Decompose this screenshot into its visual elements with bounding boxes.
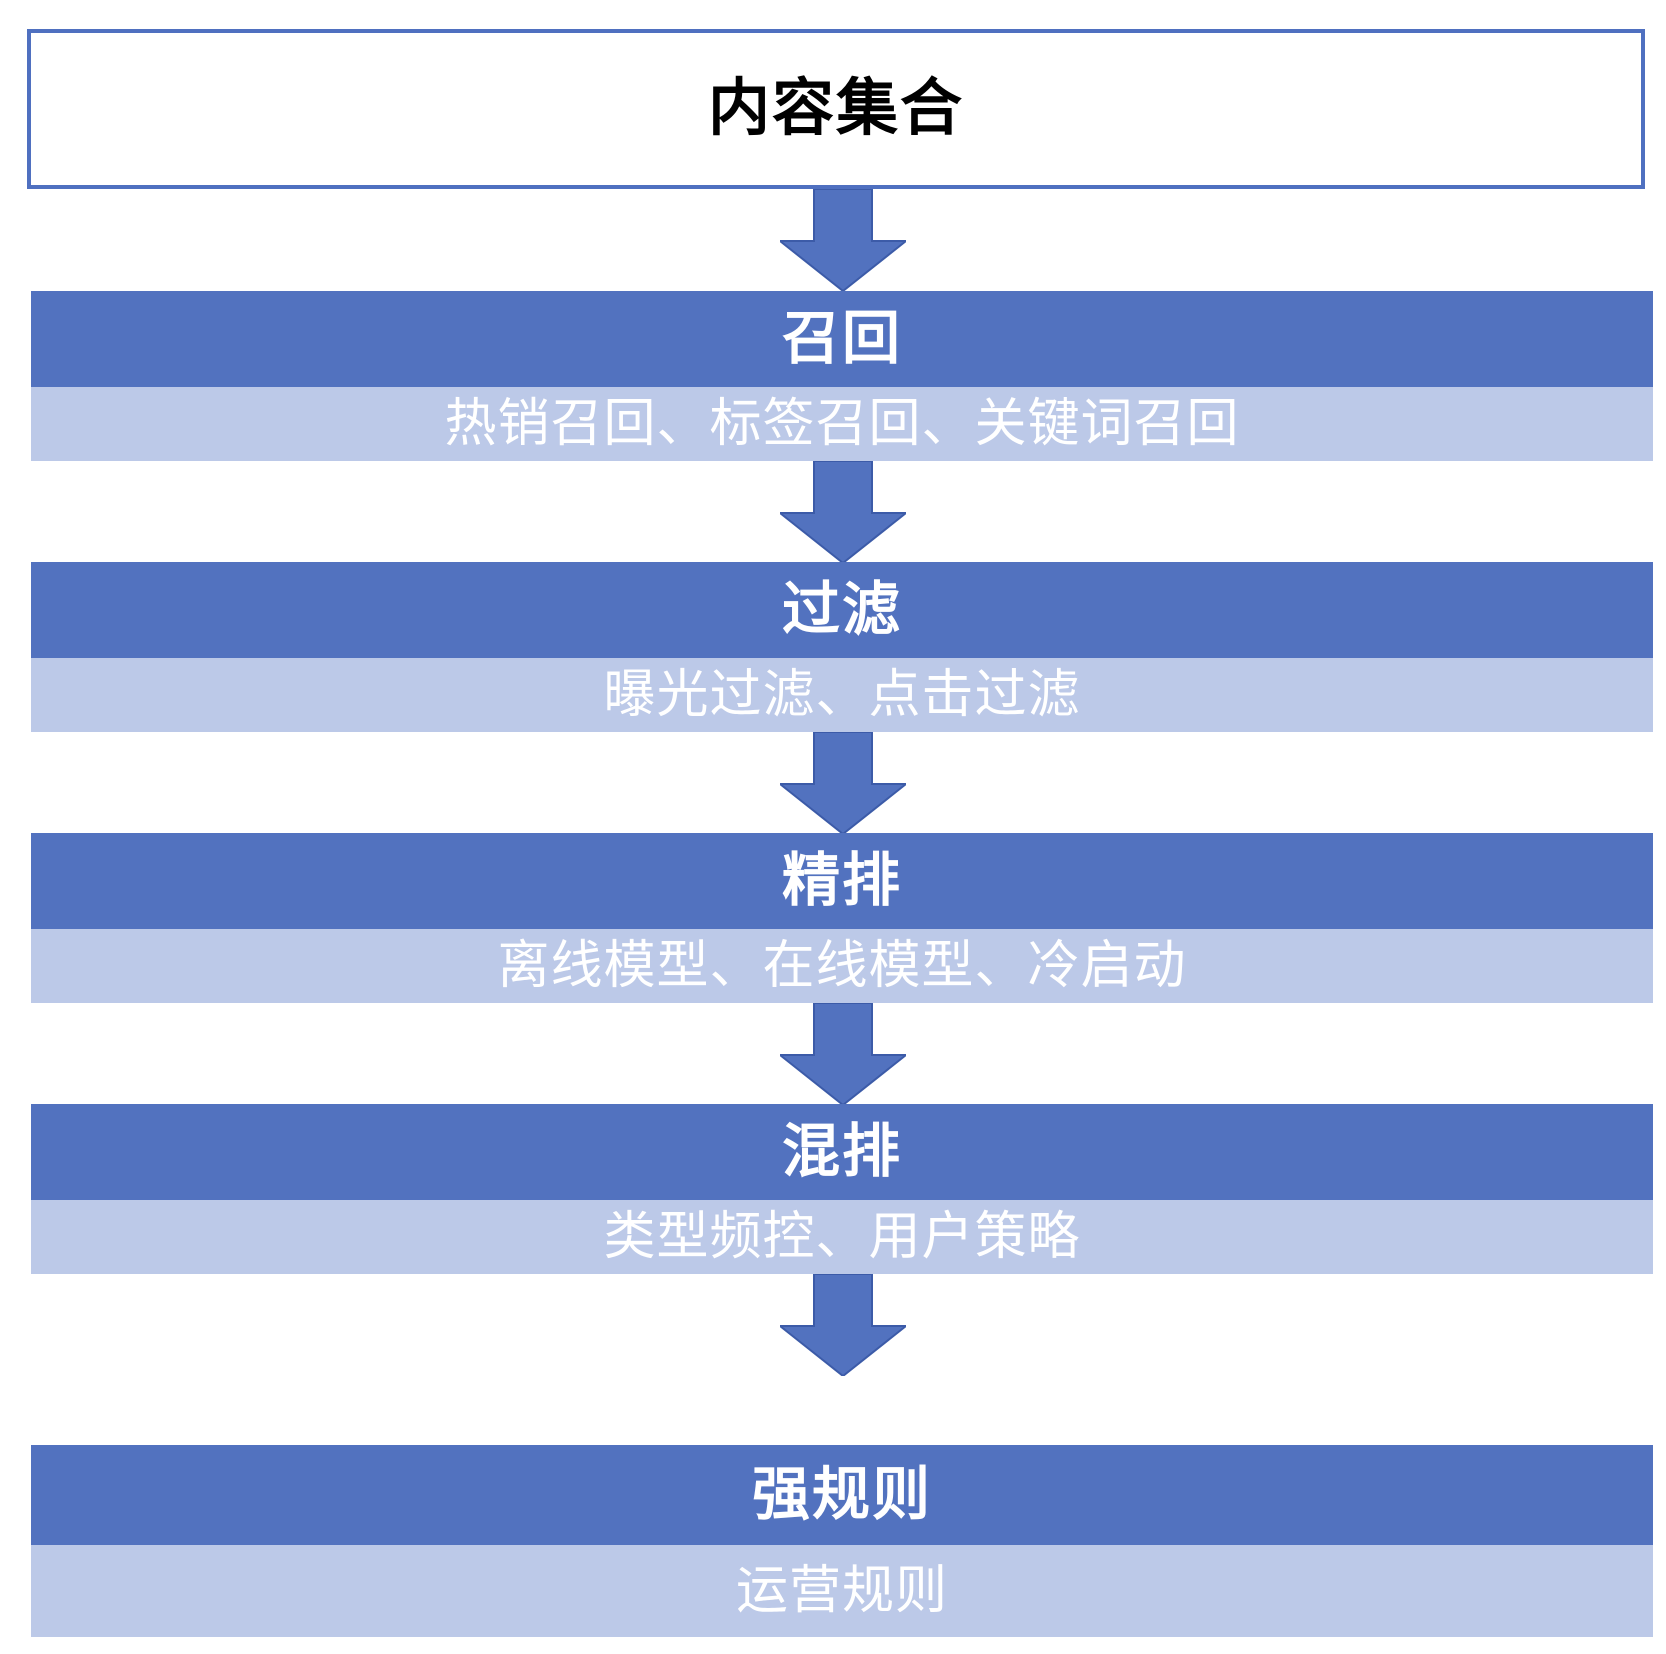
stage-header-label-filter: 过滤	[781, 577, 902, 642]
stage-block-strong-rules[interactable]: 强规则 运营规则	[31, 1445, 1653, 1637]
stage-body-label-mixed-ranking: 类型频控、用户策略	[603, 1208, 1081, 1266]
stage-body-strong-rules: 运营规则	[31, 1545, 1653, 1637]
stage-header-label-fine-ranking: 精排	[781, 848, 902, 913]
stage-header-strong-rules: 强规则	[31, 1445, 1653, 1545]
stage-header-label-mixed-ranking: 混排	[781, 1119, 902, 1184]
stage-header-label-strong-rules: 强规则	[751, 1462, 932, 1527]
stage-body-label-strong-rules: 运营规则	[735, 1562, 948, 1620]
stage-body-label-filter: 曝光过滤、点击过滤	[603, 666, 1081, 724]
stage-header-label-recall: 召回	[781, 306, 902, 371]
stage-block-recall[interactable]: 召回 热销召回、标签召回、关键词召回	[31, 291, 1653, 461]
stage-body-mixed-ranking: 类型频控、用户策略	[31, 1200, 1653, 1274]
flow-arrow-down-3	[780, 732, 906, 834]
stage-header-fine-ranking: 精排	[31, 833, 1653, 929]
stage-header-mixed-ranking: 混排	[31, 1104, 1653, 1200]
flow-arrow-down-4	[780, 1003, 906, 1105]
stage-header-recall: 召回	[31, 291, 1653, 387]
stage-header-filter: 过滤	[31, 562, 1653, 658]
stage-block-mixed-ranking[interactable]: 混排 类型频控、用户策略	[31, 1104, 1653, 1274]
flow-arrow-down-2	[780, 461, 906, 563]
source-box-label: 内容集合	[707, 74, 964, 143]
source-box: 内容集合	[27, 29, 1645, 189]
flow-arrow-down-5	[780, 1274, 906, 1376]
stage-block-fine-ranking[interactable]: 精排 离线模型、在线模型、冷启动	[31, 833, 1653, 1003]
stage-body-filter: 曝光过滤、点击过滤	[31, 658, 1653, 732]
flow-arrow-down-1	[780, 189, 906, 291]
stage-block-filter[interactable]: 过滤 曝光过滤、点击过滤	[31, 562, 1653, 732]
stage-body-fine-ranking: 离线模型、在线模型、冷启动	[31, 929, 1653, 1003]
stage-body-recall: 热销召回、标签召回、关键词召回	[31, 387, 1653, 461]
stage-body-label-recall: 热销召回、标签召回、关键词召回	[444, 395, 1240, 453]
stage-body-label-fine-ranking: 离线模型、在线模型、冷启动	[497, 937, 1187, 995]
